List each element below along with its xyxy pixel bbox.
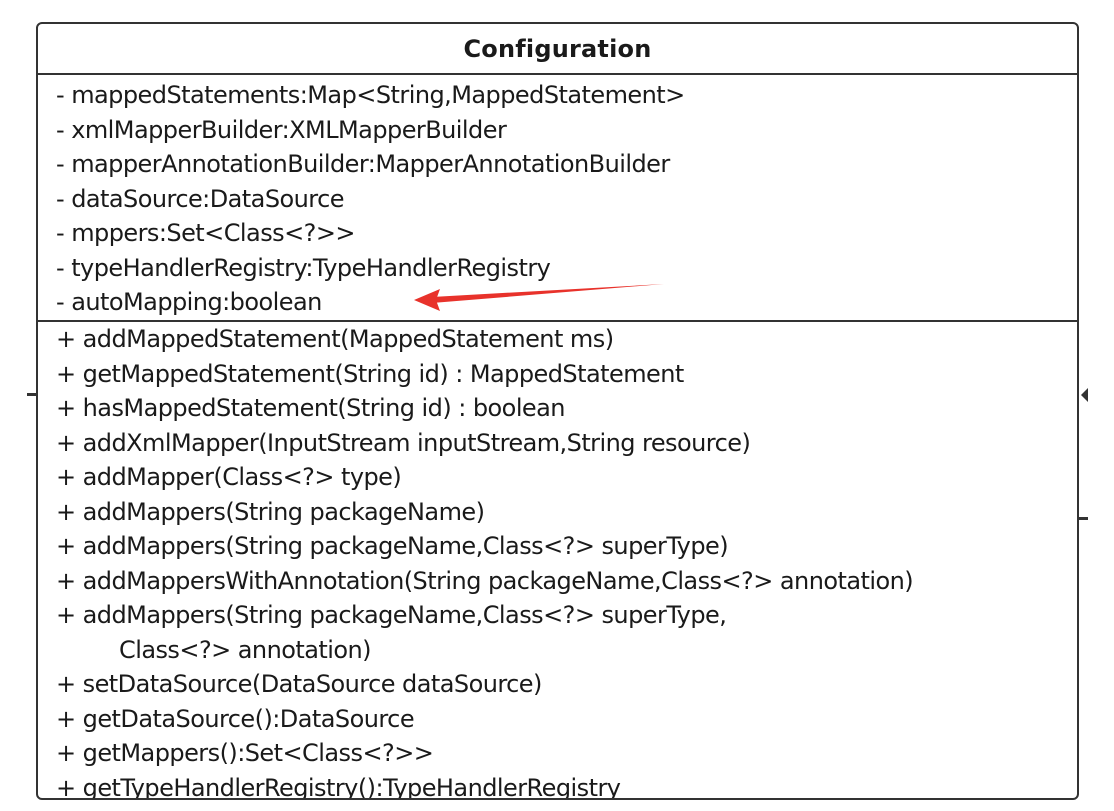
- operation-add-mappers-package: + addMappers(String packageName): [56, 497, 485, 526]
- attribute-xml-mapper-builder: - xmlMapperBuilder:XMLMapperBuilder: [56, 115, 507, 144]
- operation-get-type-handler-registry: + getTypeHandlerRegistry():TypeHandlerRe…: [56, 773, 621, 800]
- operation-add-mapped-statement: + addMappedStatement(MappedStatement ms): [56, 325, 614, 353]
- uml-class-configuration: Configuration - mappedStatements:Map<Str…: [36, 22, 1079, 800]
- left-connector-line: [27, 393, 36, 396]
- right-connector-line: [1079, 517, 1088, 520]
- attribute-type-handler-registry: - typeHandlerRegistry:TypeHandlerRegistr…: [56, 253, 551, 282]
- attributes-compartment: - mappedStatements:Map<String,MappedStat…: [38, 75, 1077, 322]
- operation-add-mappers-supertype-annotation-continued: Class<?> annotation): [119, 635, 372, 664]
- attribute-mppers: - mppers:Set<Class<?>>: [56, 219, 356, 247]
- operation-add-mappers-supertype-annotation: + addMappers(String packageName,Class<?>…: [56, 601, 727, 629]
- operation-set-data-source: + setDataSource(DataSource dataSource): [56, 670, 542, 698]
- operation-add-mappers-supertype: + addMappers(String packageName,Class<?>…: [56, 532, 729, 560]
- class-name: Configuration: [463, 34, 652, 63]
- attribute-auto-mapping: - autoMapping:boolean: [56, 288, 322, 316]
- attribute-mapper-annotation-builder: - mapperAnnotationBuilder:MapperAnnotati…: [56, 150, 670, 178]
- class-header: Configuration: [38, 24, 1077, 75]
- operation-add-xml-mapper: + addXmlMapper(InputStream inputStream,S…: [56, 428, 751, 457]
- operation-has-mapped-statement: + hasMappedStatement(String id) : boolea…: [56, 394, 566, 422]
- operation-get-mappers: + getMappers():Set<Class<?>>: [56, 739, 434, 767]
- operation-add-mapper: + addMapper(Class<?> type): [56, 463, 402, 491]
- operation-add-mappers-with-annotation: + addMappersWithAnnotation(String packag…: [56, 566, 914, 595]
- right-connector-arrowhead: [1081, 388, 1088, 402]
- attribute-data-source: - dataSource:DataSource: [56, 184, 345, 213]
- attribute-mapped-statements: - mappedStatements:Map<String,MappedStat…: [56, 81, 685, 109]
- operation-get-data-source: + getDataSource():DataSource: [56, 704, 415, 733]
- operations-compartment: + addMappedStatement(MappedStatement ms)…: [38, 322, 1077, 800]
- operation-get-mapped-statement: + getMappedStatement(String id) : Mapped…: [56, 359, 684, 388]
